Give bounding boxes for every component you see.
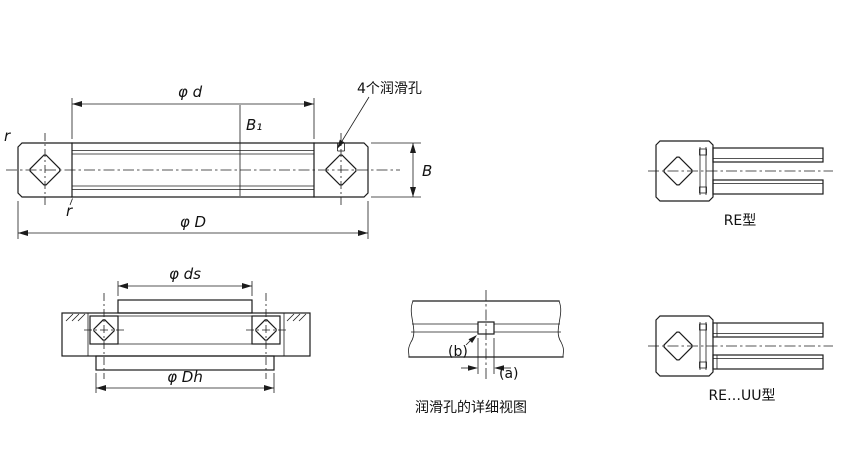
mount-left-roller	[93, 319, 115, 341]
lubrication-hole	[337, 143, 345, 152]
dimension-phi-ds: φ ds	[117, 265, 253, 296]
dim-label-b: B	[422, 162, 432, 180]
re-type-figure: RE型	[648, 140, 833, 229]
right-roller-section	[325, 154, 357, 186]
re-ring-block	[655, 140, 714, 202]
left-roller-section	[29, 154, 61, 186]
mount-hatch-marks	[65, 313, 307, 322]
detail-lube-hole	[477, 321, 495, 335]
detail-b-label: (b)	[448, 344, 468, 360]
dimension-phi-Dh: φ Dh	[95, 368, 275, 393]
shaft-flange-plate	[95, 355, 275, 371]
inner-ring-presser-plate	[117, 299, 253, 314]
dim-label-phi-d: φ d	[178, 83, 203, 101]
lube-holes-annotation: 4个润滑孔	[337, 80, 422, 149]
r-inner-label: r	[66, 202, 73, 220]
detail-a-dimension: (a)	[461, 338, 519, 382]
main-bearing-section: φ d B₁ 4个润滑孔 r r B	[4, 80, 432, 239]
ring-rails	[71, 142, 315, 198]
r-inner-annotation: r	[66, 198, 73, 220]
reuu-type-figure: RE…UU型	[648, 315, 833, 404]
mount-right-roller	[255, 319, 277, 341]
right-break-line	[557, 300, 564, 358]
reuu-inner-ring-rails	[712, 322, 824, 370]
re-roller-section	[663, 156, 693, 186]
reuu-separator-strip	[699, 322, 707, 370]
reuu-ring-block	[655, 315, 714, 377]
dimension-phi-D: φ D	[17, 201, 369, 239]
detail-a-label: (a)	[499, 366, 519, 382]
left-break-line	[408, 300, 415, 358]
re-separator-strip	[699, 147, 707, 195]
dim-label-phi-D: φ D	[180, 213, 206, 231]
lube-holes-label: 4个润滑孔	[357, 80, 422, 97]
r-outer-label: r	[4, 127, 11, 145]
dim-label-phi-Dh: φ Dh	[167, 368, 203, 386]
oil-groove-lines	[411, 323, 561, 333]
detail-b-annotation: (b)	[448, 335, 477, 360]
reuu-roller-section	[663, 331, 693, 361]
dimension-phi-d: φ d	[71, 83, 315, 139]
reuu-type-caption: RE…UU型	[708, 388, 775, 404]
re-inner-ring-rails	[712, 147, 824, 195]
re-type-caption: RE型	[724, 213, 757, 229]
dim-label-b1: B₁	[246, 116, 262, 134]
detail-caption: 润滑孔的详细视图	[415, 399, 527, 416]
dimension-b: B	[371, 142, 432, 198]
dim-label-phi-ds: φ ds	[169, 265, 201, 283]
mounting-section-figure: φ ds φ Dh	[61, 265, 311, 393]
dimension-b1: B₁	[239, 105, 262, 196]
lube-hole-detail-figure: (b) (a) 润滑孔的详细视图	[408, 290, 564, 416]
